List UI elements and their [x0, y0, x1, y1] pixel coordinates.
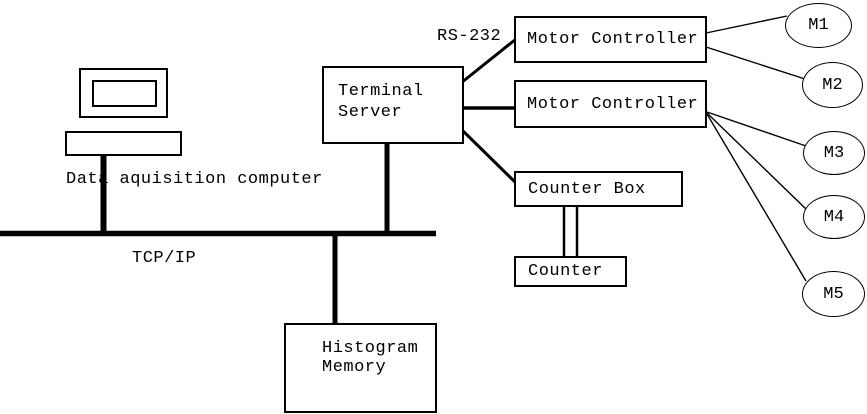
mc2-m5-link — [706, 113, 807, 282]
counter-node: Counter — [514, 256, 627, 287]
counter-box-node: Counter Box — [514, 171, 683, 207]
keyboard-icon — [65, 131, 182, 156]
mc2-m4-link — [706, 112, 808, 211]
tcpip-bus-label: TCP/IP — [132, 249, 197, 268]
motor-m2-node: M2 — [802, 62, 863, 108]
ts-counterbox-link — [459, 127, 518, 185]
motor-m4-node: M4 — [803, 195, 865, 239]
motor-m1-node: M1 — [785, 3, 852, 48]
mc1-m2-link — [705, 46, 806, 80]
ts-mc1-link — [460, 37, 517, 85]
mc1-m1-link — [705, 15, 788, 34]
motor-controller-1-node: Motor Controller — [514, 16, 707, 63]
motor-m2-label: M2 — [822, 75, 843, 95]
motor-m3-node: M3 — [803, 131, 865, 175]
motor-controller-2-node: Motor Controller — [514, 80, 707, 128]
rs232-link-label: RS-232 — [437, 27, 502, 46]
motor-m3-label: M3 — [823, 143, 845, 163]
motor-m5-node: M5 — [802, 271, 865, 317]
histogram-memory-node: Histogram Memory — [284, 323, 437, 413]
motor-m1-label: M1 — [808, 16, 829, 35]
motor-m4-label: M4 — [823, 207, 845, 227]
mc2-m3-link — [706, 111, 807, 147]
terminal-server-node: Terminal Server — [322, 66, 464, 144]
data-acquisition-computer-label: Data aquisition computer — [66, 170, 323, 189]
motor-m5-label: M5 — [823, 284, 844, 304]
monitor-screen-icon — [92, 80, 157, 107]
